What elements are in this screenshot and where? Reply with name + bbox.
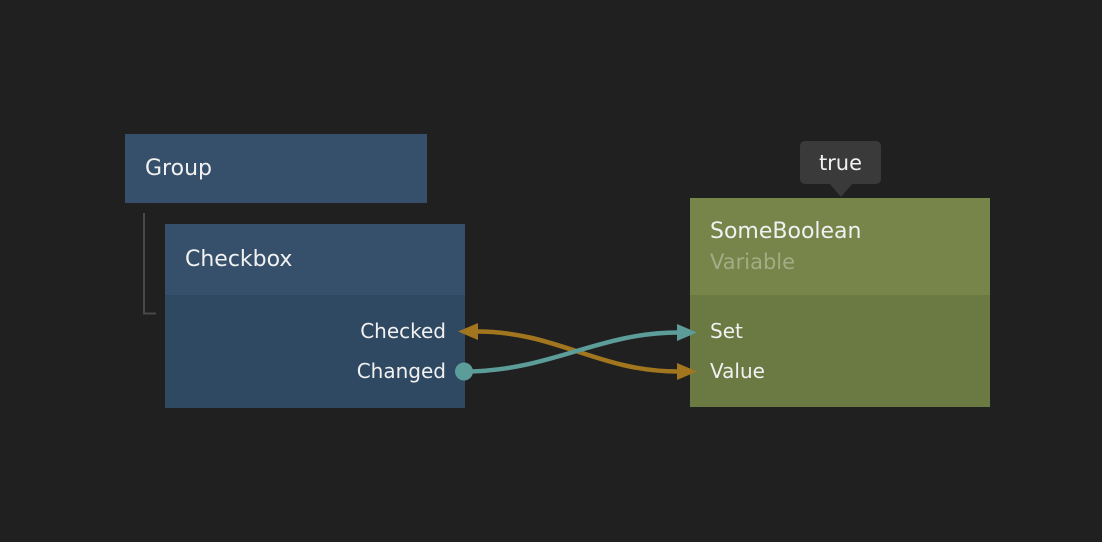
variable-node-header[interactable]: SomeBoolean Variable <box>690 198 990 295</box>
group-node-title: Group <box>145 156 212 181</box>
output-port-checked-label: Checked <box>360 319 446 343</box>
output-port-checked[interactable]: Checked <box>165 311 465 351</box>
input-port-value[interactable]: Value <box>690 351 990 391</box>
group-child-link <box>143 213 156 315</box>
checkbox-node-body: Checked Changed <box>165 295 465 408</box>
input-port-set-label: Set <box>710 319 743 343</box>
variable-node-body: Set Value <box>690 295 990 407</box>
wire-signal-changed-set[interactable] <box>463 330 679 374</box>
value-tooltip: true <box>800 141 881 184</box>
output-port-changed-label: Changed <box>356 359 446 383</box>
checkbox-node-title: Checkbox <box>185 247 293 272</box>
output-port-changed[interactable]: Changed <box>165 351 465 391</box>
changed-port-dot[interactable] <box>455 362 473 381</box>
checkbox-node-header[interactable]: Checkbox <box>165 224 465 295</box>
input-port-value-label: Value <box>710 359 765 383</box>
variable-node-subtitle: Variable <box>710 249 796 274</box>
node-checkbox[interactable]: Checkbox Checked Changed <box>165 224 465 408</box>
node-someboolean-variable[interactable]: SomeBoolean Variable Set Value <box>690 198 990 407</box>
node-group[interactable]: Group <box>125 134 427 203</box>
value-tooltip-text: true <box>818 150 863 175</box>
input-port-set[interactable]: Set <box>690 311 990 351</box>
variable-node-title: SomeBoolean <box>710 218 862 244</box>
